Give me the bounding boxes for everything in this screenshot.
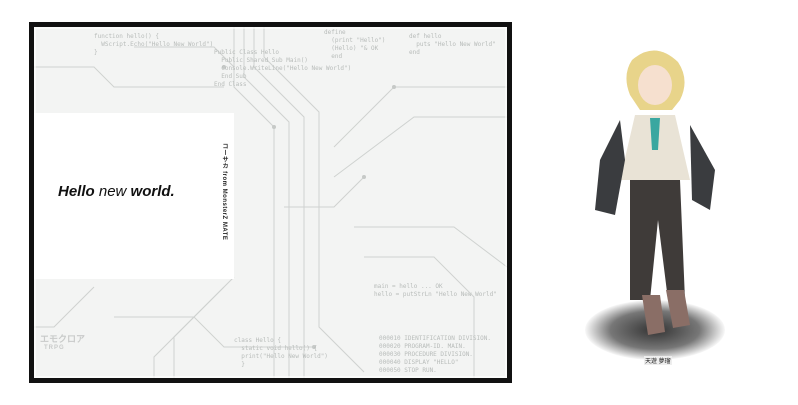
- code-text: main = hello ... OK hello = putStrLn "He…: [374, 283, 497, 298]
- title-part: new: [94, 183, 131, 200]
- title-part: world.: [130, 183, 175, 200]
- code-text: 000010 IDENTIFICATION DIVISION. 000020 P…: [379, 335, 491, 374]
- logo-sub: TRPG: [44, 345, 65, 351]
- title-part: Hello: [58, 183, 95, 200]
- code-text: function hello() { WScript.Echo("Hello N…: [94, 33, 214, 56]
- album-cover: function hello() { WScript.Echo("Hello N…: [29, 22, 512, 383]
- character-name: 天遊 夢瑠: [644, 356, 672, 365]
- code-text: class Hello { static void hello() { prin…: [234, 337, 328, 368]
- title-panel: Hello new world. コーサカ from MonsterZ MATE: [34, 113, 234, 279]
- artist-credit: コーサカ from MonsterZ MATE: [221, 143, 227, 241]
- logo-main: エモクロア: [40, 334, 86, 344]
- album-title: Hello new world.: [58, 183, 175, 200]
- character-illustration: [595, 50, 715, 335]
- code-text: def hello puts "Hello New World" end: [409, 33, 496, 56]
- code-text: define (print "Hello") (Hello) "& OK end: [324, 29, 386, 60]
- circuit-pattern: [34, 27, 507, 378]
- code-text: Public Class Hello Public Shared Sub Mai…: [214, 49, 352, 88]
- cover-artwork: function hello() { WScript.Echo("Hello N…: [34, 27, 507, 378]
